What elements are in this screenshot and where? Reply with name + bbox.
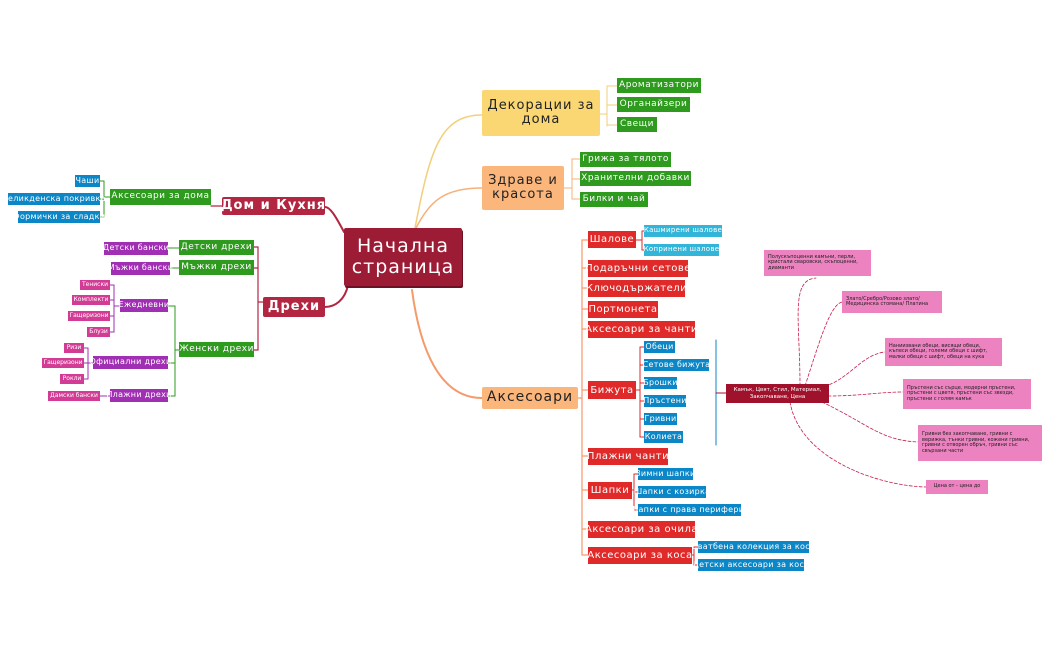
subtopic-bag-accessories[interactable]: Аксесоари за чанти — [585, 321, 697, 338]
topic-accessories[interactable]: Аксесоари — [482, 387, 578, 409]
subtopic-keychains[interactable]: Ключодържатели — [586, 280, 687, 297]
note-stones[interactable]: Полускъпоценни камъни, перли, кристали с… — [764, 250, 871, 276]
item-earrings[interactable]: Обеци — [644, 341, 675, 353]
subtopic-hair-accessories[interactable]: Аксесоари за коса — [587, 547, 692, 564]
subtopic-jewelry[interactable]: Бижута — [588, 381, 636, 399]
item-brooches[interactable]: Брошки — [643, 377, 678, 389]
note-earring-types[interactable]: Наниизвани обеци, висящи обеци, къпеси о… — [885, 338, 1002, 366]
subtopic-hats[interactable]: Шапки — [588, 482, 632, 499]
item-women-swimwear[interactable]: Дамски бански — [48, 391, 100, 401]
topic-clothes[interactable]: Дрехи — [263, 297, 325, 317]
item-cups[interactable]: Чаши — [75, 175, 100, 187]
subtopic-candles[interactable]: Свещи — [617, 117, 657, 132]
topic-health-beauty[interactable]: Здраве и красота — [482, 166, 564, 210]
subtopic-women-clothes[interactable]: Женски дрехи — [179, 342, 254, 357]
item-necklaces[interactable]: Колиета — [644, 431, 683, 443]
note-price-range[interactable]: Цена от - цена до — [926, 480, 988, 494]
item-shirts[interactable]: Ризи — [64, 343, 84, 353]
item-bracelets[interactable]: Гривни — [644, 413, 677, 425]
item-men-swimwear[interactable]: Мъжки бански — [108, 262, 173, 275]
central-topic[interactable]: Начална страница — [344, 228, 462, 286]
topic-home-decor[interactable]: Декорации за дома — [482, 90, 600, 136]
subtopic-supplements[interactable]: Хранителни добавки — [580, 171, 691, 186]
subtopic-men-clothes[interactable]: Мъжки дрехи — [179, 260, 254, 275]
subtopic-beach-bags[interactable]: Плажни чанти — [587, 448, 669, 465]
subtopic-aromatizers[interactable]: Ароматизатори — [617, 78, 701, 93]
item-tshirts[interactable]: Тениски — [80, 280, 110, 290]
item-cashmere-scarves[interactable]: Кашмирени шалове — [644, 225, 722, 237]
topic-home-kitchen[interactable]: Дом и Кухня — [221, 197, 325, 215]
subtopic-everyday[interactable]: Ежедневни — [119, 299, 169, 312]
subtopic-wallets[interactable]: Портмонета — [588, 301, 658, 318]
subtopic-herbs-tea[interactable]: Билки и чай — [580, 192, 648, 207]
item-rings[interactable]: Пръстени — [643, 395, 686, 407]
subtopic-organizers[interactable]: Органайзери — [617, 97, 690, 112]
item-easter-tablecloth[interactable]: Великденска покривка — [2, 193, 106, 205]
item-sets[interactable]: Комплекти — [72, 295, 110, 305]
item-kids-hair[interactable]: Детски аксесоари за коса — [693, 559, 809, 571]
item-kids-swimwear[interactable]: Детски бански — [103, 242, 169, 255]
item-silk-scarves[interactable]: Копринени шалове — [644, 244, 719, 256]
subtopic-gift-sets[interactable]: Подаръчни сетове — [585, 260, 690, 277]
note-bracelet-types[interactable]: Гривни без закопчаване, гривни с верижка… — [918, 425, 1042, 461]
subtopic-home-accessories[interactable]: Аксесоари за дома — [110, 189, 211, 205]
item-jewelry-sets[interactable]: Сетове бижута — [643, 359, 710, 371]
item-winter-hats[interactable]: Зимни шапки — [635, 468, 695, 480]
subtopic-glasses-accessories[interactable]: Аксесоари за очила — [585, 521, 698, 538]
item-wedding-hair[interactable]: Сватбена колекция за коса — [692, 541, 815, 553]
item-dresses[interactable]: Рокли — [60, 374, 84, 384]
item-blouses[interactable]: Блузи — [87, 327, 110, 337]
subtopic-kids-clothes[interactable]: Детски дрехи — [179, 240, 254, 255]
item-caps[interactable]: Шапки с козирка — [634, 486, 710, 498]
subtopic-beach-clothes[interactable]: Плажни дрехи — [106, 389, 171, 402]
item-flat-brim-hats[interactable]: Шапки с права периферия — [630, 504, 749, 516]
item-cookie-molds[interactable]: Формички за сладки — [13, 211, 105, 223]
jewelry-attributes[interactable]: Камък, Цвят, Стил, Материал, Закопчаване… — [726, 384, 829, 403]
note-metals[interactable]: Злато/Сребро/Розово злато/ Медицинска ст… — [842, 291, 942, 313]
item-official-overalls[interactable]: Гащеризони — [42, 358, 84, 368]
subtopic-official[interactable]: Официални дрехи — [90, 356, 171, 369]
subtopic-body-care[interactable]: Грижа за тялото — [580, 152, 671, 167]
item-overalls[interactable]: Гащеризони — [68, 311, 110, 321]
note-ring-types[interactable]: Пръстени със сърце, модерни пръстени, пр… — [903, 379, 1031, 409]
subtopic-scarves[interactable]: Шалове — [588, 231, 636, 248]
